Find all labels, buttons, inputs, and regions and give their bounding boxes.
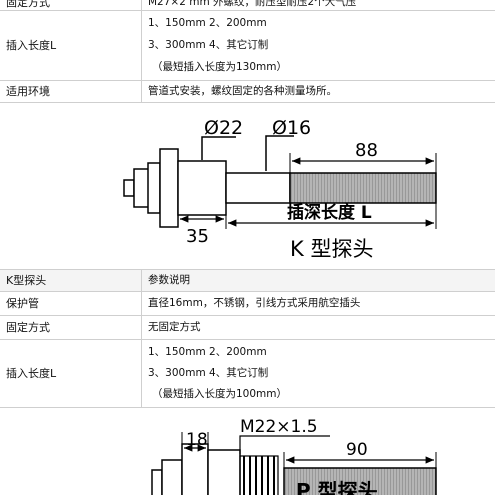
thread-dim-leader bbox=[239, 435, 330, 454]
column-divider bbox=[141, 0, 142, 10]
insert-length-line2: 3、300mm 4、其它订制 bbox=[148, 39, 269, 51]
dim-16-leader bbox=[265, 135, 294, 171]
p-connector-ring bbox=[151, 469, 163, 495]
table2-top-border bbox=[0, 269, 495, 270]
p-thread bbox=[243, 456, 275, 495]
dim-88-label: 88 bbox=[355, 140, 378, 161]
table1-row-environment: 适用环境 管道式安装，螺纹固定的各种测量场所。 bbox=[0, 81, 495, 103]
k-probe-header-label: K型探头 bbox=[6, 274, 47, 287]
guard-tube-label: 保护管 bbox=[6, 297, 39, 310]
dim-22-leader bbox=[201, 136, 236, 160]
dim-90-label: 90 bbox=[346, 440, 368, 460]
table1-row-insert-length: 插入长度L 1、150mm 2、200mm 3、300mm 4、其它订制 （最短… bbox=[0, 11, 495, 81]
insert-length-note: （最短插入长度为100mm） bbox=[152, 388, 287, 400]
p-thread-outline bbox=[239, 455, 279, 495]
parameter-header-label: 参数说明 bbox=[148, 274, 190, 286]
p-hex bbox=[207, 449, 241, 495]
environment-label: 适用环境 bbox=[6, 85, 50, 98]
table2-header-row: K型探头 参数说明 bbox=[0, 270, 495, 292]
connector-nut bbox=[147, 162, 161, 214]
insert-length-line2: 3、300mm 4、其它订制 bbox=[148, 367, 269, 379]
probe-tube bbox=[225, 172, 291, 204]
thread-dim-label: M22×1.5 bbox=[240, 417, 318, 437]
insert-length-label: 插深长度 L bbox=[287, 202, 372, 223]
guard-tube-value: 直径16mm，不锈钢，引线方式采用航空插头 bbox=[148, 297, 361, 309]
table2-row-guard-tube: 保护管 直径16mm，不锈钢，引线方式采用航空插头 bbox=[0, 292, 495, 316]
column-divider bbox=[141, 292, 142, 315]
fixing-method-value: 无固定方式 bbox=[148, 321, 201, 333]
fixing-method-label: 固定方式 bbox=[6, 321, 50, 334]
table2-row-fixing: 固定方式 无固定方式 bbox=[0, 316, 495, 340]
insert-length-note: （最短插入长度为130mm） bbox=[152, 61, 287, 73]
connector-ring bbox=[123, 179, 135, 197]
dim-16-label: Ø16 bbox=[272, 117, 311, 139]
fixing-method-value: M27×2 mm 外螺纹，耐压型耐压2个大气压 bbox=[148, 0, 357, 8]
p-probe-tip bbox=[283, 467, 437, 495]
column-divider bbox=[141, 270, 142, 291]
insert-length-label: 插入长度L bbox=[6, 39, 57, 52]
dim-18-label: 18 bbox=[186, 430, 208, 450]
table2-row-insert-length: 插入长度L 1、150mm 2、200mm 3、300mm 4、其它订制 （最短… bbox=[0, 340, 495, 408]
column-divider bbox=[141, 340, 142, 407]
connector-flange bbox=[159, 148, 179, 228]
insert-length-label: 插入长度L bbox=[6, 367, 57, 380]
column-divider bbox=[141, 81, 142, 102]
k-probe-caption: K 型探头 bbox=[290, 237, 373, 261]
p-probe-inner-label: P 型探头 bbox=[296, 479, 378, 495]
environment-value: 管道式安装，螺纹固定的各种测量场所。 bbox=[148, 85, 337, 97]
table1-row-fixing: 固定方式 M27×2 mm 外螺纹，耐压型耐压2个大气压 bbox=[0, 0, 495, 11]
p-nut bbox=[181, 443, 209, 495]
insert-length-line1: 1、150mm 2、200mm bbox=[148, 17, 267, 29]
dim-35-label: 35 bbox=[186, 226, 209, 247]
column-divider bbox=[141, 316, 142, 339]
probe-sleeve bbox=[177, 160, 227, 216]
probe-tip bbox=[289, 172, 437, 204]
insert-length-line1: 1、150mm 2、200mm bbox=[148, 346, 267, 358]
fixing-method-label: 固定方式 bbox=[6, 0, 50, 9]
column-divider bbox=[141, 11, 142, 80]
p-probe-diagram: 18 M22×1.5 90 P 型探头 bbox=[151, 417, 437, 495]
dim-22-label: Ø22 bbox=[204, 117, 243, 139]
p-connector-body bbox=[161, 459, 183, 495]
k-probe-diagram: Ø22 Ø16 88 插深长度 L 35 K 型探头 bbox=[123, 117, 437, 261]
